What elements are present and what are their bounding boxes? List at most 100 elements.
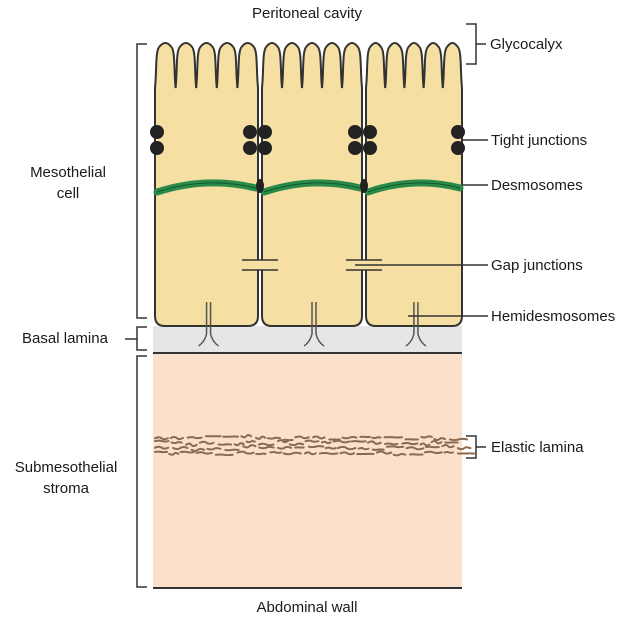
elastic-fiber xyxy=(456,446,472,451)
tight-junction-dot xyxy=(243,141,257,155)
elastic-fiber xyxy=(320,440,332,445)
glycocalyx-bracket xyxy=(466,23,477,65)
elastic-fiber xyxy=(401,441,419,446)
elastic-fiber xyxy=(304,439,320,443)
hemidesmosome-strand xyxy=(405,302,415,347)
elastic-fiber xyxy=(318,452,339,455)
hemidesmosome-strand xyxy=(198,302,208,347)
elastic-fiber xyxy=(392,453,407,457)
tight-junctions-label: Tight junctions xyxy=(491,132,587,149)
hemidesmosome-strand xyxy=(209,302,219,347)
elastic-fiber xyxy=(443,451,454,454)
desmosome-band-line xyxy=(367,182,461,193)
peritoneal-cavity-label: Peritoneal cavity xyxy=(252,5,363,22)
desmosome-band-line xyxy=(263,182,361,193)
elastic-fiber xyxy=(430,440,443,445)
elastic-fiber xyxy=(186,436,203,440)
mesothelial-cell xyxy=(153,42,260,347)
tight-junction-dot xyxy=(150,125,164,139)
elastic-fiber xyxy=(170,441,183,445)
glycocalyx-label: Glycocalyx xyxy=(490,36,563,53)
elastic-fiber xyxy=(154,445,170,450)
elastic-fiber xyxy=(282,451,302,456)
submesothelial-stroma-region xyxy=(153,354,462,588)
elastic-fiber xyxy=(255,435,267,440)
elastic-fiber xyxy=(366,440,382,445)
gap-junctions-label: Gap junctions xyxy=(491,257,583,274)
elastic-fiber xyxy=(190,447,206,452)
gap-junction-bridge xyxy=(242,260,278,270)
elastic-fiber xyxy=(419,442,431,447)
tight-junction-dot xyxy=(258,141,272,155)
desmosomes-label: Desmosomes xyxy=(491,177,583,194)
mesothelial-cell xyxy=(260,42,364,347)
elastic-fiber xyxy=(266,436,282,440)
elastic-fiber xyxy=(179,450,195,454)
elastic-lamina-label: Elastic lamina xyxy=(491,439,584,456)
tight-junction-dot xyxy=(363,141,377,155)
elastic-fiber xyxy=(384,442,399,446)
hemidesmosome-strand xyxy=(417,302,427,347)
basal-lamina-band xyxy=(153,326,462,352)
elastic-fiber xyxy=(154,450,169,454)
elastic-fiber xyxy=(420,435,433,439)
elastic-fiber xyxy=(448,437,469,442)
elastic-fiber xyxy=(288,442,305,447)
elastic-fiber xyxy=(242,444,257,449)
elastic-fiber xyxy=(240,434,253,439)
tight-junction-dot xyxy=(451,125,465,139)
submesothelial-bracket xyxy=(136,355,147,588)
elastic-fiber xyxy=(269,450,283,454)
elastic-fiber xyxy=(195,451,213,455)
tight-junction-dot xyxy=(348,125,362,139)
elastic-fiber xyxy=(236,450,255,455)
elastic-fiber xyxy=(405,446,425,451)
submesothelial-label-line1: Submesothelial xyxy=(15,459,118,476)
hemidesmosome-strand xyxy=(303,302,313,347)
elastic-fiber xyxy=(307,445,325,449)
elastic-fiber xyxy=(303,451,317,456)
tight-junction-dot xyxy=(451,141,465,155)
elastic-fiber xyxy=(206,447,222,451)
abdominal-wall-label: Abdominal wall xyxy=(257,599,358,616)
elastic-fiber xyxy=(198,440,215,445)
elastic-fiber xyxy=(168,452,180,456)
elastic-fiber xyxy=(258,445,275,450)
basal-lamina-label: Basal lamina xyxy=(22,330,109,347)
mesothelial-cell-label-line2: cell xyxy=(57,185,80,202)
elastic-fiber xyxy=(233,442,245,447)
right-leaders xyxy=(355,23,488,459)
elastic-fiber xyxy=(332,439,351,444)
desmosome-plaque xyxy=(360,179,368,193)
elastic-fiber xyxy=(184,442,198,448)
elastic-fiber xyxy=(154,439,170,443)
elastic-fiber xyxy=(257,442,275,447)
elastic-lamina-fibers xyxy=(154,434,476,457)
elastic-fiber xyxy=(154,436,169,441)
desmosome-band-line xyxy=(156,182,257,193)
hemidesmosomes-label: Hemidesmosomes xyxy=(491,308,615,325)
basal-lamina-bracket xyxy=(136,326,147,351)
mesothelial-cell xyxy=(364,42,464,347)
elastic-fiber xyxy=(341,435,358,440)
mesothelial-cell-bracket xyxy=(136,43,147,319)
elastic-fiber xyxy=(433,437,446,441)
elastic-fiber xyxy=(277,439,289,444)
elastic-fiber xyxy=(371,436,382,440)
hemidesmosome-strand xyxy=(315,302,325,347)
elastic-fiber xyxy=(339,451,356,456)
elastic-fiber xyxy=(169,435,185,441)
elastic-fiber xyxy=(277,445,293,450)
elastic-fiber xyxy=(441,444,455,449)
elastic-fiber xyxy=(214,453,234,457)
elastic-fiber xyxy=(171,445,189,451)
elastic-fiber xyxy=(312,435,326,440)
gap-junction xyxy=(242,259,278,271)
desmosome-plaque xyxy=(256,179,264,193)
left-brackets xyxy=(125,43,147,588)
elastic-fiber xyxy=(423,450,443,455)
mesothelial-cells xyxy=(150,42,465,347)
tight-junction-dot xyxy=(348,141,362,155)
tight-junction-dot xyxy=(150,141,164,155)
elastic-fiber xyxy=(376,450,393,455)
